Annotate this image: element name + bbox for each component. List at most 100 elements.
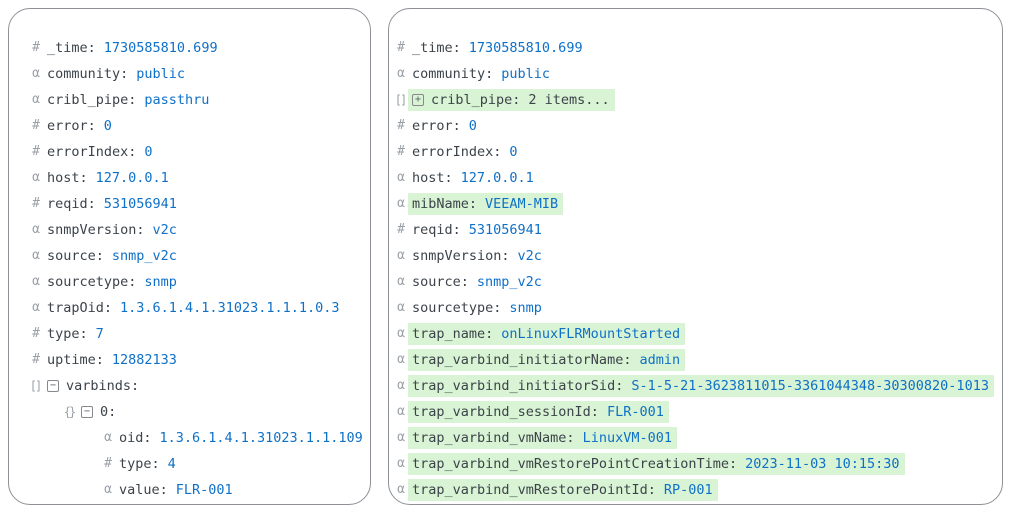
field: type: 4	[115, 453, 181, 475]
type-icon-string: α	[32, 222, 40, 237]
type-icon-string: α	[104, 482, 112, 497]
field-key: _time:	[412, 40, 461, 56]
type-icon-number: #	[32, 326, 40, 341]
field-key: source:	[412, 274, 469, 290]
type-icon-string: α	[32, 274, 40, 289]
field-key: community:	[412, 66, 494, 82]
field-row: #_time:1730585810.699	[394, 35, 994, 61]
type-icon-string: α	[397, 326, 405, 341]
field-key: trapOid:	[47, 300, 113, 316]
field-value: 1.3.6.1.4.1.31023.1.1.109	[159, 430, 363, 446]
type-icon-string: α	[104, 430, 112, 445]
field-row: #reqid:531056941	[394, 217, 994, 243]
changed-field: +cribl_pipe:2 items...	[408, 89, 615, 111]
field-key: snmpVersion:	[47, 222, 145, 238]
field-value: 0	[509, 144, 518, 160]
type-icon-string: α	[397, 378, 405, 393]
field-value: 1.3.6.1.4.1.31023.1.1.1.0.3	[120, 300, 340, 316]
field-value: v2c	[152, 222, 177, 238]
field-value: 2023-11-03 10:15:30	[745, 456, 900, 472]
type-icon-number: #	[32, 40, 40, 55]
field-row: #type:7	[29, 321, 362, 347]
field-key: error:	[412, 118, 461, 134]
field-key: uptime:	[47, 352, 104, 368]
field-value: 127.0.0.1	[460, 170, 534, 186]
type-icon-number: #	[397, 118, 405, 133]
type-icon-string: α	[32, 66, 40, 81]
type-icon-string: α	[397, 300, 405, 315]
field: −varbinds:	[43, 375, 144, 397]
field: oid: 1.3.6.1.4.1.31023.1.1.109	[115, 427, 368, 449]
field-value: FLR-001	[606, 404, 664, 420]
collapse-toggle-icon[interactable]: −	[47, 380, 59, 392]
field-value: 12882133	[111, 352, 177, 368]
field-value: S-1-5-21-3623811015-3361044348-30300820-…	[631, 378, 989, 394]
changed-field: trap_varbind_vmRestorePointCreationTime:…	[408, 453, 905, 475]
field-key: community:	[47, 66, 129, 82]
collapse-toggle-icon[interactable]: −	[81, 406, 93, 418]
field: value:FLR-001	[115, 479, 238, 501]
field-row: []+cribl_pipe:2 items...	[394, 87, 994, 113]
field-value: 127.0.0.1	[95, 170, 169, 186]
field-key: sourcetype:	[412, 300, 502, 316]
field-value: public	[136, 66, 186, 82]
field: _time:1730585810.699	[43, 37, 223, 59]
field: error:0	[408, 115, 482, 137]
field-key: trap_varbind_vmRestorePointId:	[412, 482, 656, 498]
field-value: 4	[167, 456, 176, 472]
field-key: type:	[47, 326, 88, 342]
field-value: VEEAM-MIB	[485, 196, 559, 212]
field-row: α oid: 1.3.6.1.4.1.31023.1.1.109	[101, 425, 363, 451]
type-icon-array: []	[394, 93, 407, 107]
type-icon-string: α	[397, 66, 405, 81]
type-icon-object: {}	[63, 405, 76, 419]
field-value: 0	[144, 144, 153, 160]
field-key: oid:	[119, 430, 152, 446]
field: host:127.0.0.1	[43, 167, 174, 189]
type-icon-string: α	[397, 404, 405, 419]
field-key: 0:	[100, 404, 117, 420]
field: errorIndex:0	[43, 141, 158, 163]
field-row: #errorIndex:0	[29, 139, 362, 165]
field-value: LinuxVM-001	[582, 430, 672, 446]
field-value: snmp_v2c	[111, 248, 177, 264]
field-key: trap_varbind_initiatorName:	[412, 352, 632, 368]
field-row: α snmpVersion: v2c	[29, 217, 362, 243]
field-key: trap_varbind_vmRestorePointCreationTime:	[412, 456, 738, 472]
field-value: FLR-001	[175, 482, 233, 498]
field-key: _time:	[47, 40, 96, 56]
field-value: admin	[639, 352, 681, 368]
field: trapOid: 1.3.6.1.4.1.31023.1.1.1.0.3	[43, 297, 344, 319]
field: community:public	[408, 63, 555, 85]
field: community: public	[43, 63, 190, 85]
field-key: snmpVersion:	[412, 248, 510, 264]
field-key: source:	[47, 248, 104, 264]
type-icon-number: #	[32, 118, 40, 133]
field-row: #_time:1730585810.699	[29, 35, 362, 61]
type-icon-string: α	[32, 170, 40, 185]
type-icon-string: α	[397, 248, 405, 263]
field-key: host:	[412, 170, 453, 186]
field: snmpVersion: v2c	[43, 219, 182, 241]
expand-toggle-icon[interactable]: +	[412, 94, 424, 106]
type-icon-string: α	[32, 248, 40, 263]
changed-field: trap_varbind_initiatorName: admin	[408, 349, 686, 371]
field: type:7	[43, 323, 109, 345]
field: sourcetype:snmp	[408, 297, 547, 319]
field-key: trap_varbind_vmName:	[412, 430, 575, 446]
field-row: #error:0	[394, 113, 994, 139]
field: source: snmp_v2c	[43, 245, 182, 267]
field-key: type:	[119, 456, 160, 472]
field-key: mibName:	[412, 196, 478, 212]
type-icon-number: #	[397, 222, 405, 237]
